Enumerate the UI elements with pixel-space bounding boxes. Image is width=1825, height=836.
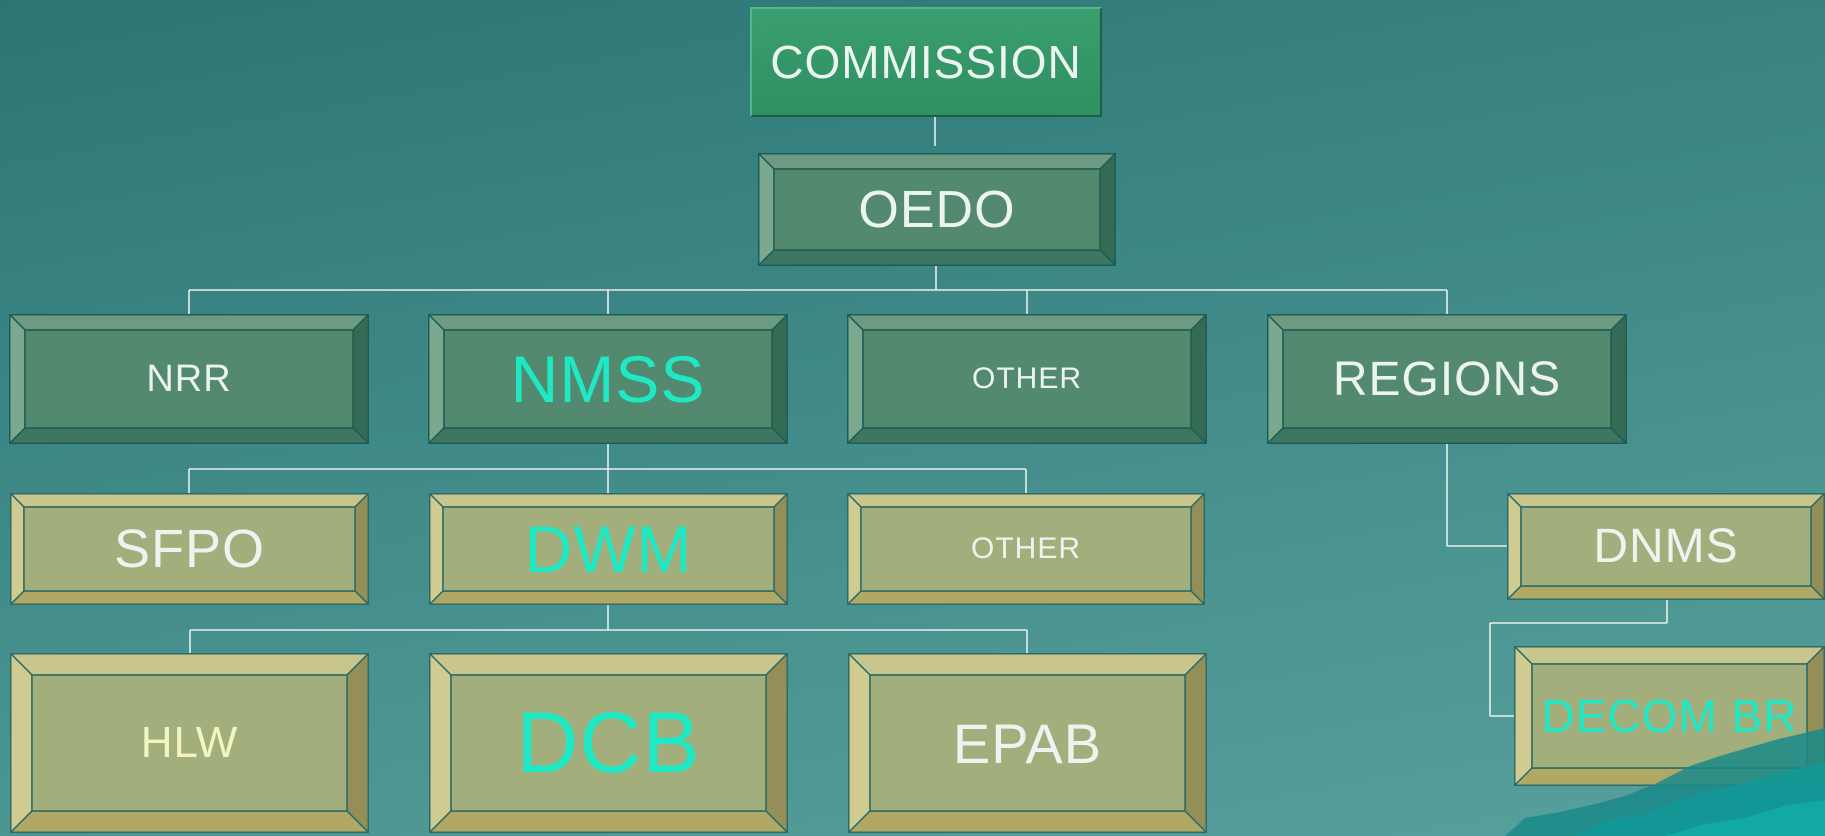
node-label-regions: REGIONS xyxy=(1332,352,1562,406)
node-nrr: NRR xyxy=(9,314,369,444)
node-epab: EPAB xyxy=(848,653,1207,833)
node-hlw: HLW xyxy=(10,653,369,833)
node-label-nrr: NRR xyxy=(146,357,232,400)
node-label-hlw: HLW xyxy=(140,718,239,767)
node-label-dwm: DWM xyxy=(524,512,693,586)
node-label-decom-br: DECOM BR xyxy=(1541,690,1798,742)
node-label-nmss: NMSS xyxy=(510,342,706,416)
node-sfpo: SFPO xyxy=(10,493,369,605)
node-dnms: DNMS xyxy=(1507,493,1825,600)
node-label-sfpo: SFPO xyxy=(113,519,266,579)
node-label-dnms: DNMS xyxy=(1593,520,1739,573)
node-oedo: OEDO xyxy=(758,153,1116,266)
node-nmss: NMSS xyxy=(428,314,788,444)
node-label-dcb: DCB xyxy=(516,694,701,791)
node-other-1: OTHER xyxy=(847,314,1207,444)
node-label-commission: COMMISSION xyxy=(770,36,1082,88)
decorative-wave-graphic xyxy=(1505,728,1825,836)
node-dwm: DWM xyxy=(429,493,788,605)
node-regions: REGIONS xyxy=(1267,314,1627,444)
node-label-other-1: OTHER xyxy=(972,362,1082,395)
node-label-other-2: OTHER xyxy=(971,532,1081,565)
node-label-oedo: OEDO xyxy=(858,180,1016,239)
node-label-epab: EPAB xyxy=(952,711,1103,775)
node-commission: COMMISSION xyxy=(750,7,1102,117)
node-dcb: DCB xyxy=(429,653,788,833)
node-other-2: OTHER xyxy=(847,493,1205,605)
